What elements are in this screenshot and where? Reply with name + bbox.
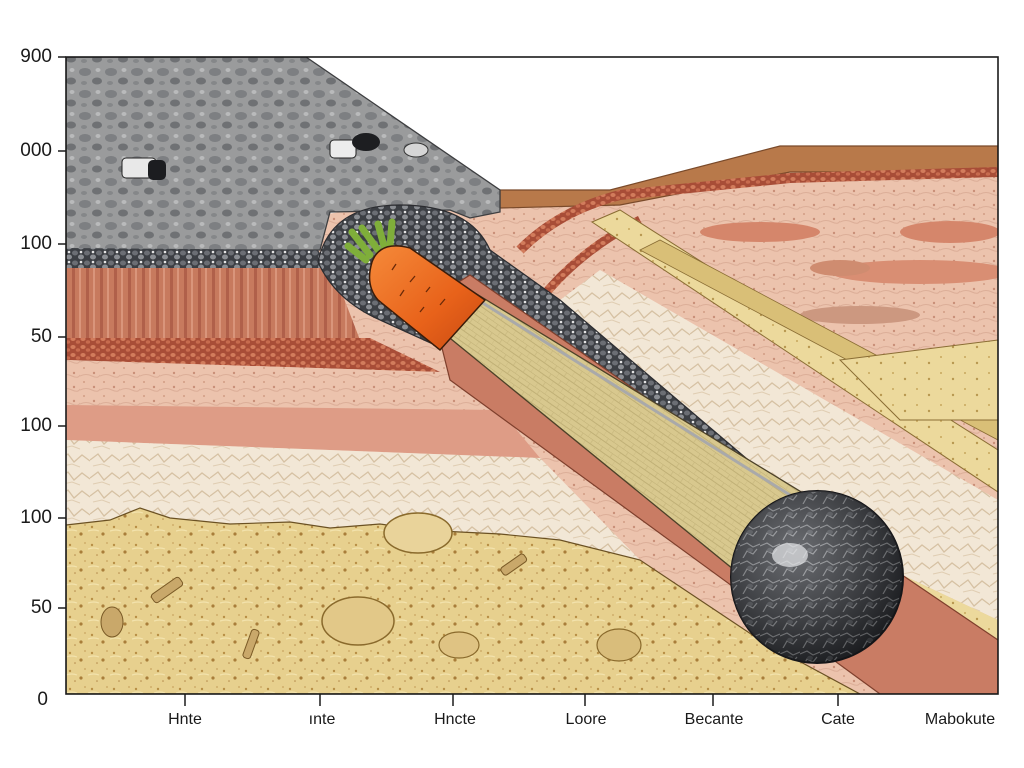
sandstone-beam: [590, 209, 998, 493]
y-tick-label: 0: [37, 689, 48, 710]
x-tick-label: ınte: [308, 711, 336, 728]
y-tick-label: 900: [20, 46, 52, 67]
gravel-band: [66, 248, 330, 268]
pebble: [596, 628, 642, 662]
pebble: [100, 606, 124, 638]
pebble: [500, 553, 528, 576]
red-pebble-band: [66, 338, 440, 372]
y-tick-label: 000: [20, 140, 52, 161]
red-clay-left: [66, 262, 360, 340]
boring-head: [730, 490, 904, 664]
pebble: [438, 631, 480, 659]
y-tick-label: 50: [30, 326, 52, 347]
x-tick-label: Hncte: [434, 711, 476, 728]
x-tick-label: Loore: [565, 711, 607, 728]
clay-lens: [810, 260, 870, 276]
salmon-band: [66, 405, 540, 458]
clay-lens: [900, 221, 998, 243]
pebble: [150, 576, 184, 604]
carrot: [344, 218, 487, 352]
clay-lens: [830, 260, 998, 284]
y-tick-label: 100: [20, 415, 52, 436]
carrot-leaves-icon: [344, 218, 396, 264]
x-tick-label: Mabokute: [924, 711, 996, 728]
x-axis-ticks: [184, 694, 839, 706]
pink-sediment-left: [66, 360, 500, 410]
sandstone-block: [838, 339, 998, 421]
x-tick-label: Hnte: [168, 711, 202, 728]
red-pebble-arc: [516, 167, 998, 254]
pebble: [242, 628, 260, 660]
y-tick-label: 100: [20, 507, 52, 528]
slab-rocks: [121, 133, 429, 180]
plot-frame: [65, 56, 999, 695]
pebble: [383, 512, 453, 554]
clay-lens: [700, 222, 820, 242]
pebble: [321, 596, 395, 646]
x-tick-label: Becante: [684, 711, 744, 728]
x-tick-label: Cate: [821, 711, 855, 728]
strata-illustration: [66, 57, 998, 694]
y-tick-label: 100: [20, 233, 52, 254]
y-tick-label: 50: [30, 597, 52, 618]
clay-lens: [800, 306, 920, 324]
y-axis-ticks: [58, 56, 66, 609]
